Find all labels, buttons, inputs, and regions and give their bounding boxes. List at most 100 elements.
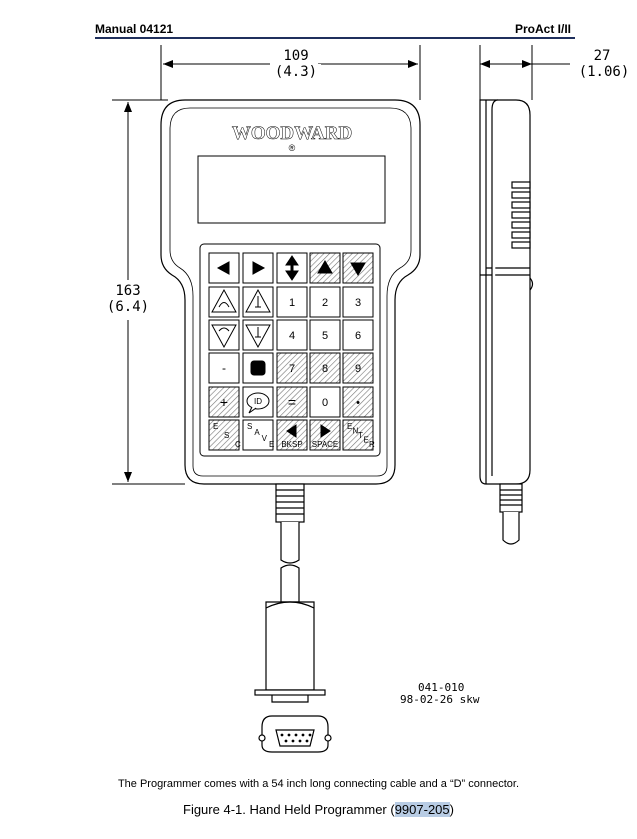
stop-icon bbox=[250, 360, 266, 376]
equals-key-label: = bbox=[288, 394, 296, 410]
height-in-label: (6.4) bbox=[103, 299, 153, 315]
esc-key-letter: C bbox=[235, 440, 241, 449]
width-dimension bbox=[160, 45, 421, 100]
enter-key-letter: R bbox=[369, 440, 375, 449]
side-cable bbox=[499, 483, 523, 545]
width-mm-label: 109 bbox=[276, 48, 316, 64]
space-key-label: SPACE bbox=[312, 440, 339, 449]
enter-key-letter: E bbox=[364, 436, 369, 445]
decimal-key[interactable]: • bbox=[342, 386, 374, 418]
left-arrow-key[interactable] bbox=[208, 252, 240, 284]
number-key-5[interactable]: 5 bbox=[309, 319, 341, 351]
side-profile bbox=[479, 99, 534, 545]
page-down-key[interactable] bbox=[342, 252, 374, 284]
decimal-key-label: • bbox=[356, 397, 360, 409]
esc-key[interactable]: ESC bbox=[208, 419, 241, 451]
number-key-0[interactable]: 0 bbox=[309, 386, 341, 418]
number-key-label: 7 bbox=[289, 363, 295, 375]
height-dimension bbox=[112, 99, 185, 485]
enter-key-letter: E bbox=[347, 422, 352, 431]
left-arrow-icon bbox=[216, 261, 230, 275]
backspace-key-label: BKSP bbox=[281, 440, 302, 449]
number-key-4[interactable]: 4 bbox=[276, 319, 308, 351]
slow-icon bbox=[255, 327, 261, 338]
page-up-key[interactable] bbox=[309, 252, 341, 284]
header-rule bbox=[95, 37, 575, 39]
down-triangle-outline-icon bbox=[211, 324, 237, 349]
stamp-date: 98-02-26 skw bbox=[400, 693, 480, 706]
product-name: ProAct I/II bbox=[515, 22, 572, 36]
number-key-label: 2 bbox=[322, 297, 328, 309]
number-key-6[interactable]: 6 bbox=[342, 319, 374, 351]
figure-caption: The Programmer comes with a 54 inch long… bbox=[117, 778, 520, 790]
fast-curve-icon bbox=[218, 302, 230, 308]
space-key[interactable]: SPACE bbox=[309, 419, 341, 451]
up-down-arrow-key[interactable] bbox=[276, 252, 308, 284]
figure-title-suffix: ) bbox=[449, 802, 454, 817]
stamp-drawing-number: 041-010 bbox=[418, 681, 465, 694]
part-number: 9907-205 bbox=[394, 802, 450, 817]
up-triangle-outline-icon bbox=[211, 288, 237, 313]
stop-key[interactable] bbox=[242, 352, 274, 384]
plus-key[interactable]: + bbox=[208, 386, 240, 418]
decrease-slow-key[interactable] bbox=[242, 319, 274, 351]
backspace-icon bbox=[286, 424, 297, 438]
minus-key-label: - bbox=[222, 361, 226, 375]
number-key-3[interactable]: 3 bbox=[342, 286, 374, 318]
registered-mark: ® bbox=[289, 143, 296, 153]
number-key-label: 3 bbox=[355, 297, 361, 309]
down-triangle-icon bbox=[350, 262, 366, 276]
number-key-2[interactable]: 2 bbox=[309, 286, 341, 318]
number-key-label: 5 bbox=[322, 330, 328, 342]
down-triangle-outline-icon bbox=[245, 324, 271, 349]
side-grip bbox=[511, 181, 531, 249]
esc-key-letter: S bbox=[224, 431, 229, 440]
enter-key-letter: T bbox=[358, 431, 363, 440]
number-key-label: 6 bbox=[355, 330, 361, 342]
width-in-label: (4.3) bbox=[271, 64, 321, 80]
number-key-label: 1 bbox=[289, 297, 295, 309]
right-arrow-icon bbox=[252, 261, 266, 275]
plus-key-label: + bbox=[220, 394, 228, 410]
backspace-key[interactable]: BKSP bbox=[276, 419, 308, 451]
id-key-label: ID bbox=[254, 397, 262, 406]
space-icon bbox=[320, 424, 331, 438]
id-key[interactable]: ID bbox=[242, 386, 274, 418]
fast-curve-icon bbox=[218, 327, 230, 332]
slow-icon bbox=[255, 296, 261, 308]
minus-key[interactable]: - bbox=[208, 352, 240, 384]
figure-title: Figure 4-1. Hand Held Programmer (9907-2… bbox=[0, 802, 637, 817]
number-key-label: 0 bbox=[322, 397, 328, 409]
increase-fast-key[interactable] bbox=[208, 286, 240, 318]
d-connector-pins bbox=[280, 733, 312, 743]
up-triangle-icon bbox=[317, 260, 333, 274]
number-key-1[interactable]: 1 bbox=[276, 286, 308, 318]
right-arrow-key[interactable] bbox=[242, 252, 274, 284]
save-key-letter: S bbox=[247, 422, 252, 431]
woodward-logo: WOODWARD bbox=[232, 123, 352, 144]
increase-slow-key[interactable] bbox=[242, 286, 274, 318]
save-key-letter: E bbox=[269, 440, 274, 449]
id-bubble-icon bbox=[246, 392, 270, 410]
decrease-fast-key[interactable] bbox=[208, 319, 240, 351]
number-key-7[interactable]: 7 bbox=[276, 352, 308, 384]
cable-and-connector bbox=[254, 483, 332, 753]
number-key-9[interactable]: 9 bbox=[342, 352, 374, 384]
equals-key[interactable]: = bbox=[276, 386, 308, 418]
number-key-8[interactable]: 8 bbox=[309, 352, 341, 384]
depth-in-label: (1.06) bbox=[577, 64, 631, 80]
esc-key-letter: E bbox=[213, 422, 218, 431]
height-mm-label: 163 bbox=[108, 283, 148, 299]
depth-mm-label: 27 bbox=[582, 48, 622, 64]
number-key-label: 4 bbox=[289, 330, 295, 342]
save-key-letter: V bbox=[262, 434, 268, 443]
number-key-label: 8 bbox=[322, 363, 328, 375]
enter-key-letter: N bbox=[353, 427, 359, 436]
save-key-letter: A bbox=[254, 428, 260, 437]
up-triangle-outline-icon bbox=[245, 288, 271, 313]
depth-dimension bbox=[479, 45, 570, 100]
